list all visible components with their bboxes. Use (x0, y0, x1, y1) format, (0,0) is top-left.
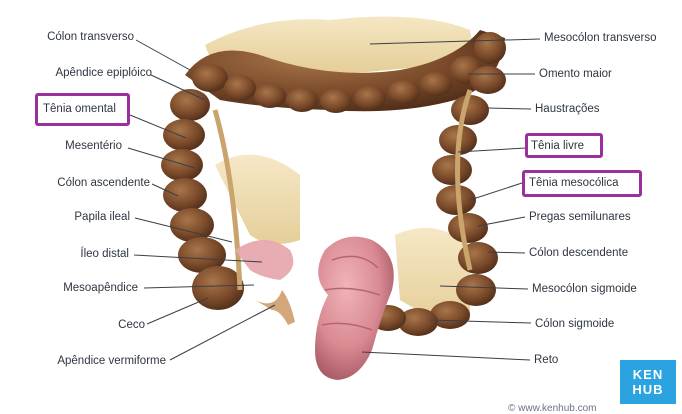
highlight-tenia-mesocolica (522, 170, 642, 197)
leader-tenia-livre (457, 147, 527, 153)
rectum (315, 236, 394, 380)
highlight-tenia-livre (525, 133, 603, 158)
leader-mesenterio (127, 147, 196, 169)
label-colon-transverso: Cólon transverso (47, 31, 134, 43)
appendix-shape (255, 290, 295, 325)
label-mesoapendice: Mesoapêndice (63, 282, 138, 294)
leader-colon-descendente (487, 251, 526, 254)
label-pregas-semilunares: Pregas semilunares (529, 211, 631, 223)
label-ileo-distal: Íleo distal (80, 248, 129, 260)
label-mesenterio: Mesentério (65, 140, 122, 152)
label-apendice-epiploico: Apêndice epiplóico (55, 67, 152, 79)
sigmoid-colon (370, 301, 470, 336)
leader-tenia-mesocolica (469, 182, 523, 201)
leader-colon-sigmoide (429, 319, 532, 324)
leader-apendice-vermiforme (169, 304, 276, 361)
label-apendice-vermiforme: Apêndice vermiforme (57, 355, 166, 367)
label-colon-descendente: Cólon descendente (529, 247, 629, 259)
leader-mesocolon-transverso (369, 38, 541, 45)
label-papila-ileal: Papila ileal (74, 211, 130, 223)
mesenterio-shape (215, 154, 300, 244)
label-tenia-mesocolica: Tênia mesocólica (529, 177, 619, 189)
label-colon-sigmoide: Cólon sigmoide (535, 318, 615, 330)
highlight-tenia-omental (35, 93, 130, 126)
label-reto: Reto (534, 354, 559, 366)
copyright-text: © www.kenhub.com (508, 403, 597, 414)
label-tenia-livre: Tênia livre (531, 140, 585, 152)
label-mesocolon-sigmoide: Mesocólon sigmoide (532, 283, 637, 295)
transverse-colon (185, 30, 506, 113)
leader-haustracoes (485, 107, 532, 110)
label-mesocolon-transverso: Mesocólon transverso (544, 32, 657, 44)
leader-reto (361, 351, 531, 361)
ileum-shape (235, 240, 294, 280)
leader-papila-ileal (134, 217, 233, 243)
leader-colon-transverso (135, 39, 191, 71)
label-omento-maior: Omento maior (539, 68, 612, 80)
label-colon-ascendente: Cólon ascendente (57, 177, 150, 189)
mesocolon-sigmoide-shape (395, 227, 470, 320)
label-haustracoes: Haustrações (535, 103, 600, 115)
logo-line1: KEN (632, 367, 664, 382)
label-ceco: Ceco (118, 319, 145, 331)
leader-ileo-distal (133, 254, 263, 263)
leader-pregas-semilunares (477, 216, 526, 227)
leader-tenia-omental (129, 114, 187, 139)
leader-apendice-epiploico (150, 74, 206, 101)
logo-line2: HUB (632, 382, 664, 397)
ascending-colon (161, 89, 244, 310)
leader-mesoapendice (143, 284, 255, 289)
kenhub-logo: KEN HUB (620, 360, 676, 404)
label-tenia-omental: Tênia omental (43, 103, 116, 115)
descending-colon (432, 66, 506, 306)
leader-ceco (146, 297, 209, 325)
leader-colon-ascendente (151, 183, 179, 197)
leader-mesocolon-sigmoide (439, 285, 529, 290)
